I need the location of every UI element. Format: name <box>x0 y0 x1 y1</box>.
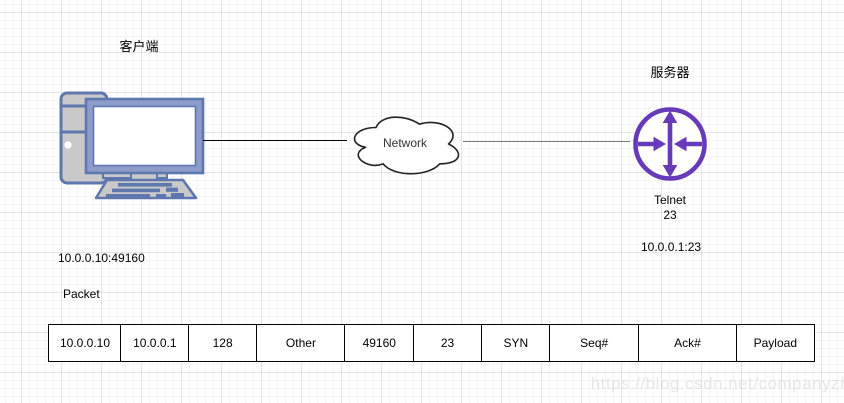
packet-field-cell: 10.0.0.1 <box>120 324 190 362</box>
client-label: 客户端 <box>119 39 159 54</box>
client-address: 10.0.0.10:49160 <box>58 251 145 265</box>
watermark-url: https://blog.csdn.net/companyzh <box>590 374 844 393</box>
network-cloud-shape <box>353 116 460 175</box>
client-computer-icon <box>59 91 205 200</box>
server-address: 10.0.0.1:23 <box>641 240 702 254</box>
packet-label: Packet <box>63 287 100 301</box>
router-icon <box>633 107 707 181</box>
packet-field-cell: 23 <box>412 324 483 362</box>
packet-field-cell: Ack# <box>637 324 738 362</box>
packet-field-cell: Other <box>255 324 346 362</box>
server-service-label: Telnet 23 <box>630 193 710 223</box>
packet-field-cell: 49160 <box>344 324 415 362</box>
connection-line-client-network <box>203 140 347 141</box>
service-name: Telnet <box>653 193 687 207</box>
connection-line-network-server <box>463 141 630 142</box>
packet-field-cell: 128 <box>187 324 258 362</box>
packet-field-cell: 10.0.0.10 <box>48 324 122 362</box>
packet-field-cell: Payload <box>735 324 815 362</box>
network-label: Network <box>382 136 427 150</box>
packet-field-cell: Seq# <box>549 324 640 362</box>
packet-field-cell: SYN <box>480 324 551 362</box>
service-port: 23 <box>663 208 677 222</box>
server-label: 服务器 <box>650 65 690 80</box>
